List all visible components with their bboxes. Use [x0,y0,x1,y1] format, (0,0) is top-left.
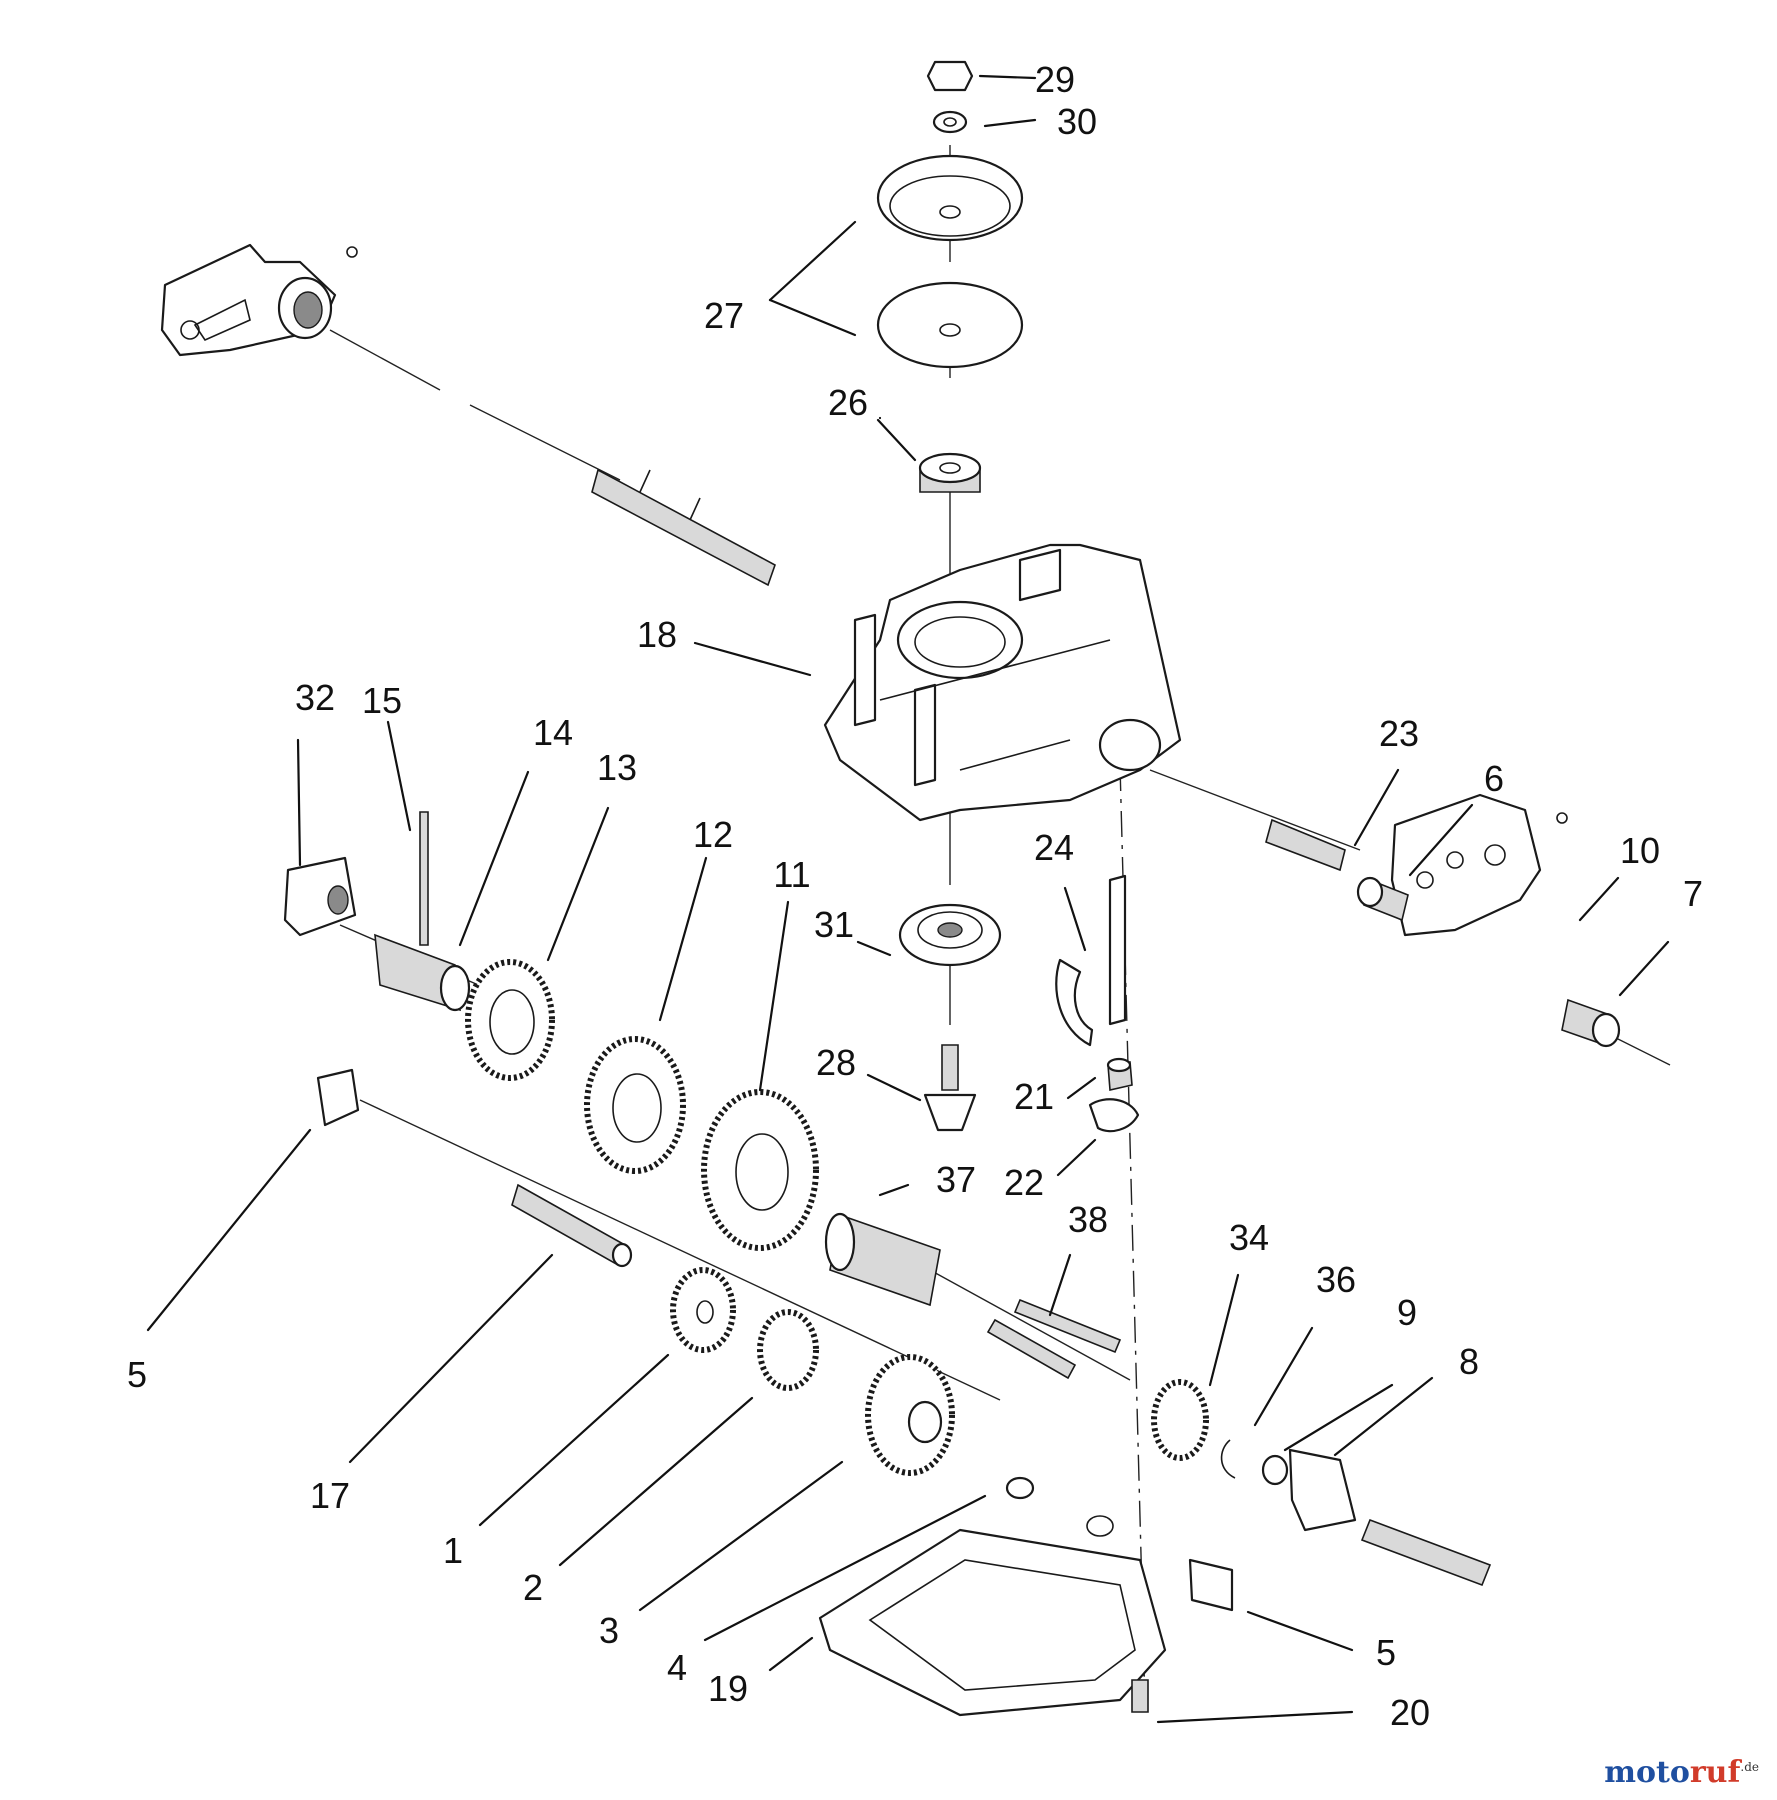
callout-19: 19 [708,1668,748,1709]
seal-34 [1151,1379,1209,1461]
callout-34: 34 [1229,1217,1269,1258]
assembly-axis-lines [329,145,1671,1706]
callout-37: 37 [936,1159,976,1200]
shift-shaft-23 [1265,818,1346,872]
gear-11 [701,1089,819,1251]
callout-11: 11 [773,854,810,895]
washer-4 [1005,1476,1114,1537]
pulley-upper-half [876,154,1024,242]
gear-2 [757,1309,819,1391]
callout-38: 38 [1068,1199,1108,1240]
callout-14: 14 [533,712,573,753]
pinion-28 [923,1044,977,1132]
callout-7: 7 [1683,873,1703,914]
pulley-lower-half [876,281,1024,369]
callout-8: 8 [1459,1341,1479,1382]
cover-pan-19 [818,1528,1167,1717]
callout-30: 30 [1057,101,1097,142]
callout-32: 32 [295,677,335,718]
drain-bolt-20 [1131,1679,1149,1713]
callout-5-right: 5 [1376,1632,1396,1673]
callout-18: 18 [637,614,677,655]
watermark-logo: motoruf.de [1604,1755,1759,1790]
splined-sleeve-37 [824,1212,941,1307]
callout-4: 4 [667,1647,687,1688]
sleeve-14 [374,933,471,1012]
gear-1 [670,1267,736,1353]
pin-15 [419,811,429,946]
callout-6: 6 [1484,758,1504,799]
callout-28: 28 [816,1042,856,1083]
bushing-7 [1561,998,1621,1048]
callout-26: 26 [828,382,868,423]
callout-15: 15 [362,680,402,721]
upper-shaft [591,468,776,587]
callout-29: 29 [1035,59,1075,100]
lower-shaft-17 [511,1183,633,1268]
callout-20: 20 [1390,1692,1430,1733]
snap-ring-36 [1220,1439,1236,1479]
bearing-31 [898,903,1002,967]
upper-left-bracket [160,243,358,357]
leader-lines [146,74,1670,1724]
gear-13 [465,959,555,1081]
callout-31: 31 [814,904,854,945]
collar-5-left [316,1068,360,1127]
hex-nut [926,60,974,92]
callout-10: 10 [1620,830,1660,871]
callout-22: 22 [1004,1162,1044,1203]
right-bracket [1390,793,1568,937]
gear-3 [865,1354,955,1476]
callout-17: 17 [310,1475,350,1516]
lock-washer [932,110,968,134]
key-38 [986,1298,1122,1380]
callout-24: 24 [1034,827,1074,868]
callout-1: 1 [443,1530,463,1571]
callout-23: 23 [1379,713,1419,754]
callout-2: 2 [523,1567,543,1608]
gear-12 [584,1036,686,1174]
roller-21 [1106,1057,1133,1091]
callout-13: 13 [597,747,637,788]
clip-22 [1088,1098,1140,1133]
washer-9 [1261,1454,1289,1486]
callout-27: 27 [704,295,744,336]
gearbox-housing [823,543,1182,822]
callout-5-left: 5 [127,1354,147,1395]
callout-21: 21 [1014,1076,1054,1117]
bearing-block-8 [1288,1448,1492,1587]
coupling-32 [283,856,357,937]
callout-9: 9 [1397,1292,1417,1333]
bushing-6 [1356,876,1409,922]
callout-36: 36 [1316,1259,1356,1300]
collar-5-right [1188,1558,1234,1612]
callout-labels: 29 30 27 26 18 32 15 14 13 12 11 31 28 2… [127,59,1703,1733]
shift-fork-24 [1055,874,1127,1047]
callout-12: 12 [693,814,733,855]
callout-3: 3 [599,1610,619,1651]
spacer-bushing [918,452,982,493]
